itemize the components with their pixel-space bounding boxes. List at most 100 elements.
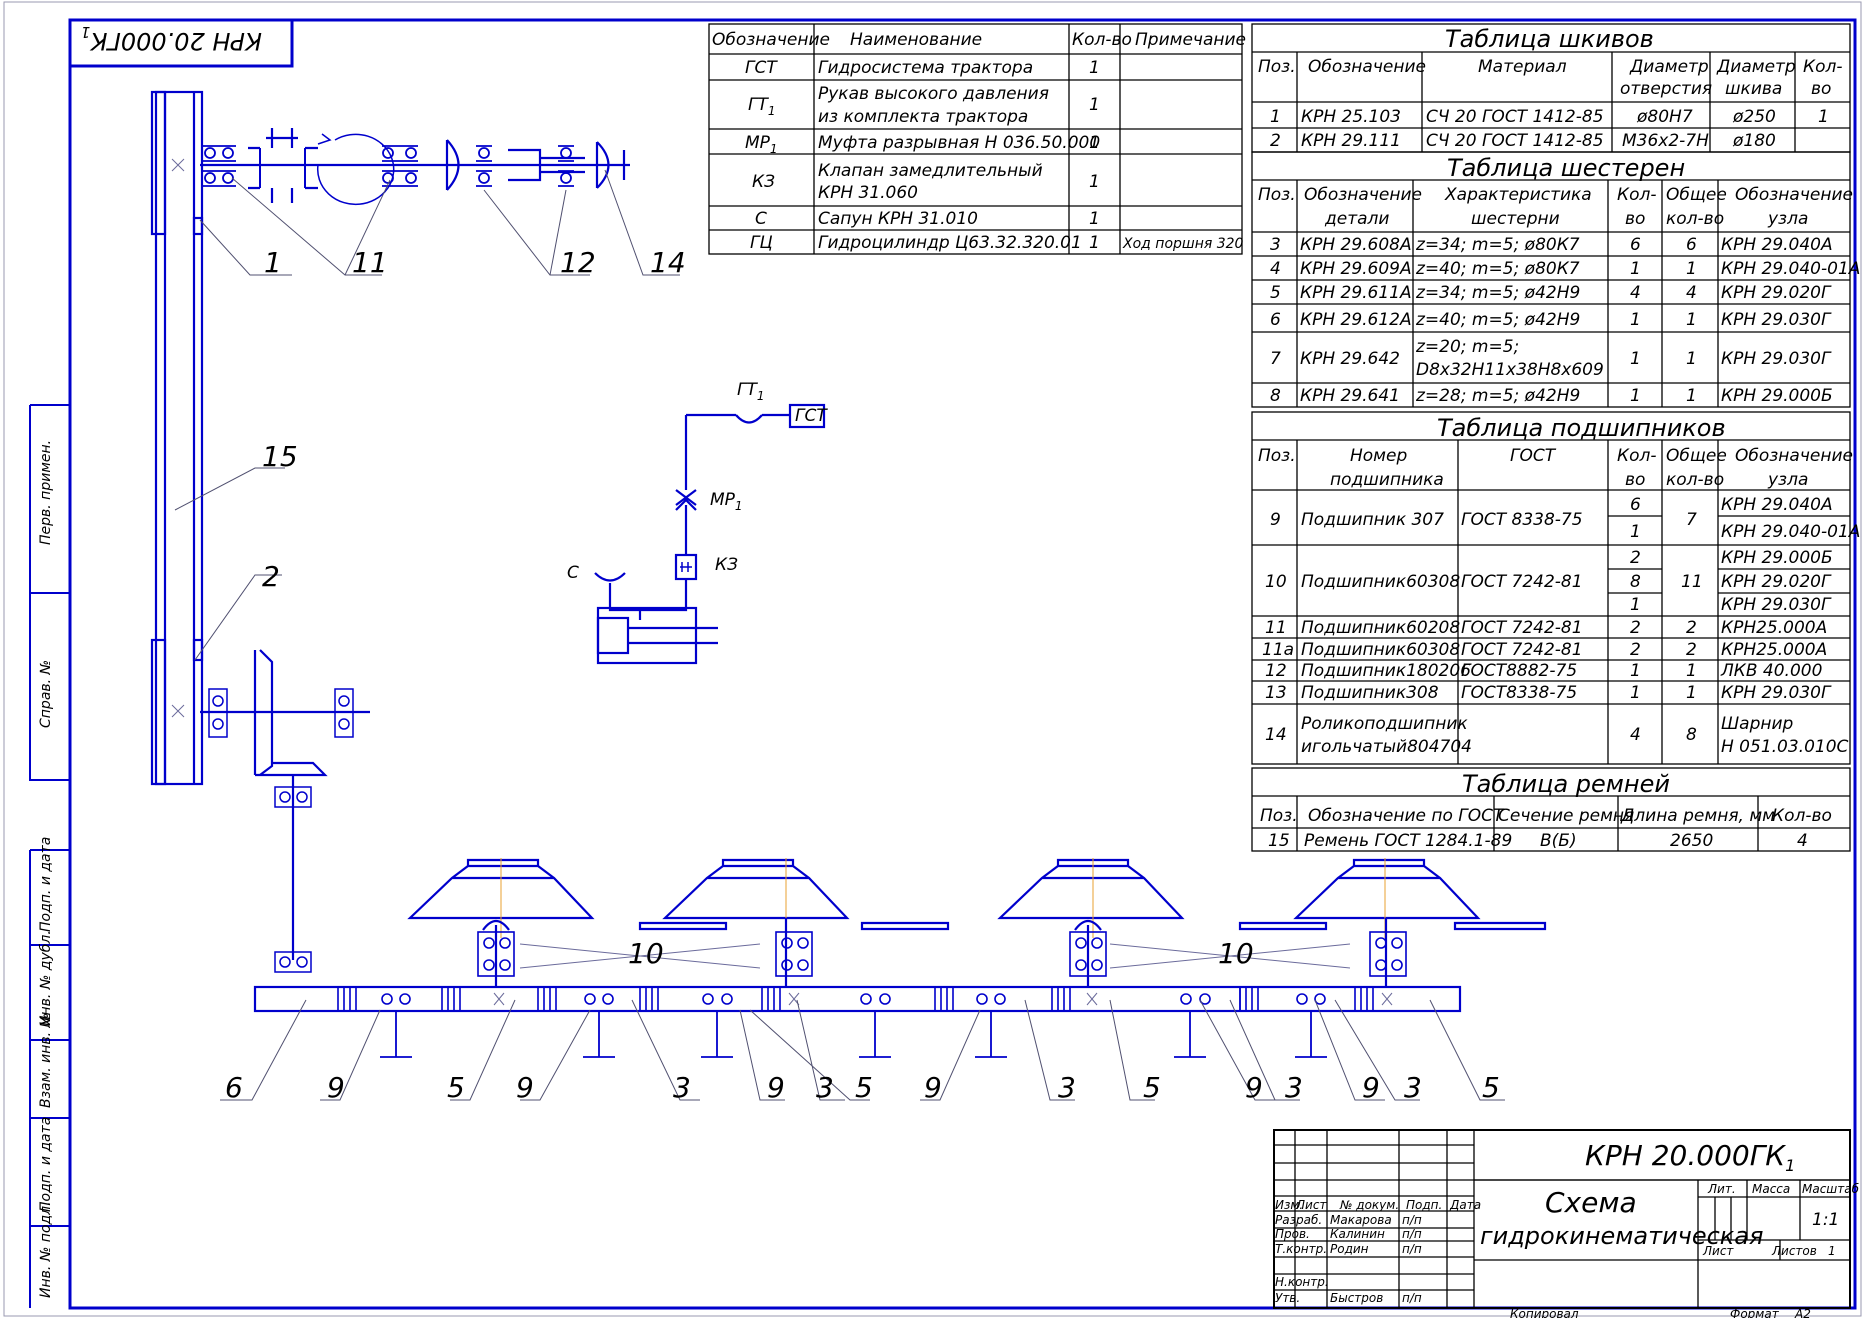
- gear-row-4-qty: 1: [1630, 349, 1641, 369]
- bearing-row-6-unit-0: Шарнир: [1721, 714, 1794, 734]
- bearing-header-tot2: кол-во: [1666, 470, 1724, 490]
- belt-header-code: Обозначение по ГОСТ: [1308, 806, 1505, 826]
- disc-shafts: [482, 918, 1388, 987]
- gear-table: Таблица шестерен Поз. Обозначение детали…: [1251, 151, 1860, 408]
- bearing-row-1-qty-0: 2: [1630, 548, 1641, 568]
- gear-title: Таблица шестерен: [1447, 154, 1685, 182]
- tb-col-doc: № докум.: [1339, 1198, 1399, 1212]
- spec-row-1-qty: 1: [1089, 95, 1100, 115]
- gear-row-0-char: z=34; m=5; ø80К7: [1415, 235, 1580, 255]
- tb-name-0: Макарова: [1330, 1213, 1392, 1227]
- pulley-table: Таблица шкивов Поз. Обозначение Материал…: [1251, 23, 1851, 153]
- bearing-row-4-pos: 12: [1265, 661, 1287, 681]
- upper-bearings: [203, 145, 574, 187]
- gear-header-pos: Поз.: [1258, 185, 1296, 205]
- bearing-row-1-unit-2: КРН 29.030Г: [1721, 595, 1832, 615]
- tb-col-sign: Подп.: [1406, 1198, 1442, 1212]
- main-shaft: [253, 985, 1462, 1013]
- bearing-row-2-total: 2: [1686, 618, 1697, 638]
- gear-row-0-code: КРН 29.608А: [1300, 235, 1412, 255]
- side-stamp-3: Инв. № дубл.: [38, 930, 54, 1026]
- gear-row-1-unit: КРН 29.040-01А: [1721, 259, 1860, 279]
- bearing-row-6-total: 8: [1686, 725, 1697, 745]
- bearing-row-2-gost: ГОСТ 7242-81: [1461, 618, 1583, 638]
- bearing-row-0-unit-1: КРН 29.040-01А: [1721, 522, 1860, 542]
- tb-sign-4: п/п: [1402, 1291, 1422, 1305]
- pulley-row-0-material: СЧ 20 ГОСТ 1412-85: [1426, 107, 1604, 127]
- label-mr1: МР1: [710, 490, 743, 513]
- gear-row-0-pos: 3: [1270, 235, 1281, 255]
- label-gt1: ГТ1: [737, 380, 765, 403]
- hydraulic-labels: ГТ1 ГСТ МР1 КЗ С: [567, 380, 828, 583]
- belt-row-0-section: В(Б): [1540, 831, 1577, 851]
- bearing-row-0-gost: ГОСТ 8338-75: [1461, 510, 1583, 530]
- gear-row-4-char2: D8x32H11x38H8x609: [1416, 360, 1604, 380]
- belt-header-qty: Кол-во: [1772, 806, 1832, 826]
- tb-scale: 1:1: [1812, 1210, 1839, 1230]
- belt-header-pos: Поз.: [1260, 806, 1298, 826]
- belt-lines: [519, 943, 1351, 969]
- main-shaft-bearings: [381, 993, 1326, 1005]
- tb-role-4: Утв.: [1275, 1291, 1300, 1305]
- gear-row-4-total: 1: [1686, 349, 1697, 369]
- belt-row-0-qty: 4: [1797, 831, 1808, 851]
- spec-row-5-qty: 1: [1089, 233, 1100, 253]
- bearing-header-gost: ГОСТ: [1510, 446, 1557, 466]
- pos-bottom-9: 3: [1058, 1071, 1076, 1104]
- gear-row-2-pos: 5: [1270, 283, 1281, 303]
- title-name2: гидрокинематическая: [1480, 1222, 1763, 1250]
- belt-row-0-code: Ремень ГОСТ 1284.1-89: [1304, 831, 1512, 851]
- side-stamp-0: Перв. примен.: [38, 440, 54, 545]
- gear-row-3-qty: 1: [1630, 310, 1641, 330]
- bearing-header-tot1: Общее: [1666, 446, 1727, 466]
- pulley-row-1-code: КРН 29.111: [1301, 131, 1401, 151]
- tb-sign-1: п/п: [1402, 1227, 1422, 1241]
- spec-table: Обозначение Наименование Кол-во Примечан…: [708, 23, 1246, 255]
- spec-row-2-name: Муфта разрывная Н 036.50.000: [818, 133, 1100, 153]
- gear-header-qty1: Кол-: [1617, 185, 1656, 205]
- code-stamp-text: КРН 20.000ГК1: [81, 23, 262, 55]
- label-gst: ГСТ: [795, 406, 828, 426]
- gear-row-1-code: КРН 29.609А: [1300, 259, 1412, 279]
- spec-header-code: Обозначение: [712, 30, 830, 50]
- pos-1: 1: [264, 246, 282, 279]
- bearing-row-5-name: Подшипник308: [1301, 683, 1439, 703]
- spec-row-1-code: ГТ1: [748, 95, 776, 118]
- bearing-row-0-unit-0: КРН 29.040А: [1721, 495, 1833, 515]
- main-shaft-parts: [337, 987, 1374, 1011]
- bearing-row-6-pos: 14: [1265, 725, 1287, 745]
- pos-bottom-7: 5: [855, 1071, 873, 1104]
- tb-lit: Лит.: [1707, 1182, 1736, 1196]
- tb-sign-0: п/п: [1402, 1213, 1422, 1227]
- gear-row-2-char: z=34; m=5; ø42Н9: [1415, 283, 1580, 303]
- bearing-row-2-qty-0: 2: [1630, 618, 1641, 638]
- gear-row-2-total: 4: [1686, 283, 1697, 303]
- bearing-row-4-gost: ГОСТ8882-75: [1461, 661, 1577, 681]
- gear-row-4-unit: КРН 29.030Г: [1721, 349, 1832, 369]
- bearing-row-4-name: Подшипник180206: [1301, 661, 1471, 681]
- bearing-row-1-qty-2: 1: [1630, 595, 1641, 615]
- bearing-row-0-qty-0: 6: [1630, 495, 1641, 515]
- pos-bottom-13: 9: [1362, 1071, 1380, 1104]
- spec-row-0-qty: 1: [1089, 58, 1100, 78]
- bearing-row-5-gost: ГОСТ8338-75: [1461, 683, 1577, 703]
- pulley-header-bore2: отверстия: [1620, 79, 1712, 99]
- bevel-gear-group: [200, 649, 370, 973]
- bearing-row-5-qty-0: 1: [1630, 683, 1641, 703]
- spec-row-3-name: Клапан замедлительный: [818, 161, 1043, 181]
- spec-header-note: Примечание: [1135, 30, 1246, 50]
- tb-format-value: А2: [1794, 1307, 1811, 1318]
- gear-row-5-unit: КРН 29.000Б: [1721, 386, 1833, 406]
- pulley-row-1-bore: М36х2-7Н: [1622, 131, 1709, 151]
- bearing-row-4-qty-0: 1: [1630, 661, 1641, 681]
- side-stamp-4: Взам. инв. №: [38, 1013, 54, 1108]
- leader-lines: [174, 169, 1505, 1101]
- bearing-row-3-total: 2: [1686, 640, 1697, 660]
- tb-role-3: Н.контр.: [1275, 1275, 1329, 1289]
- pos-bottom-12: 3: [1285, 1071, 1303, 1104]
- pos-bottom-15: 5: [1482, 1071, 1500, 1104]
- spec-header-qty: Кол-во: [1072, 30, 1132, 50]
- gear-row-3-code: КРН 29.612А: [1300, 310, 1412, 330]
- belt-table: Таблица ремней Поз. Обозначение по ГОСТ …: [1251, 767, 1851, 852]
